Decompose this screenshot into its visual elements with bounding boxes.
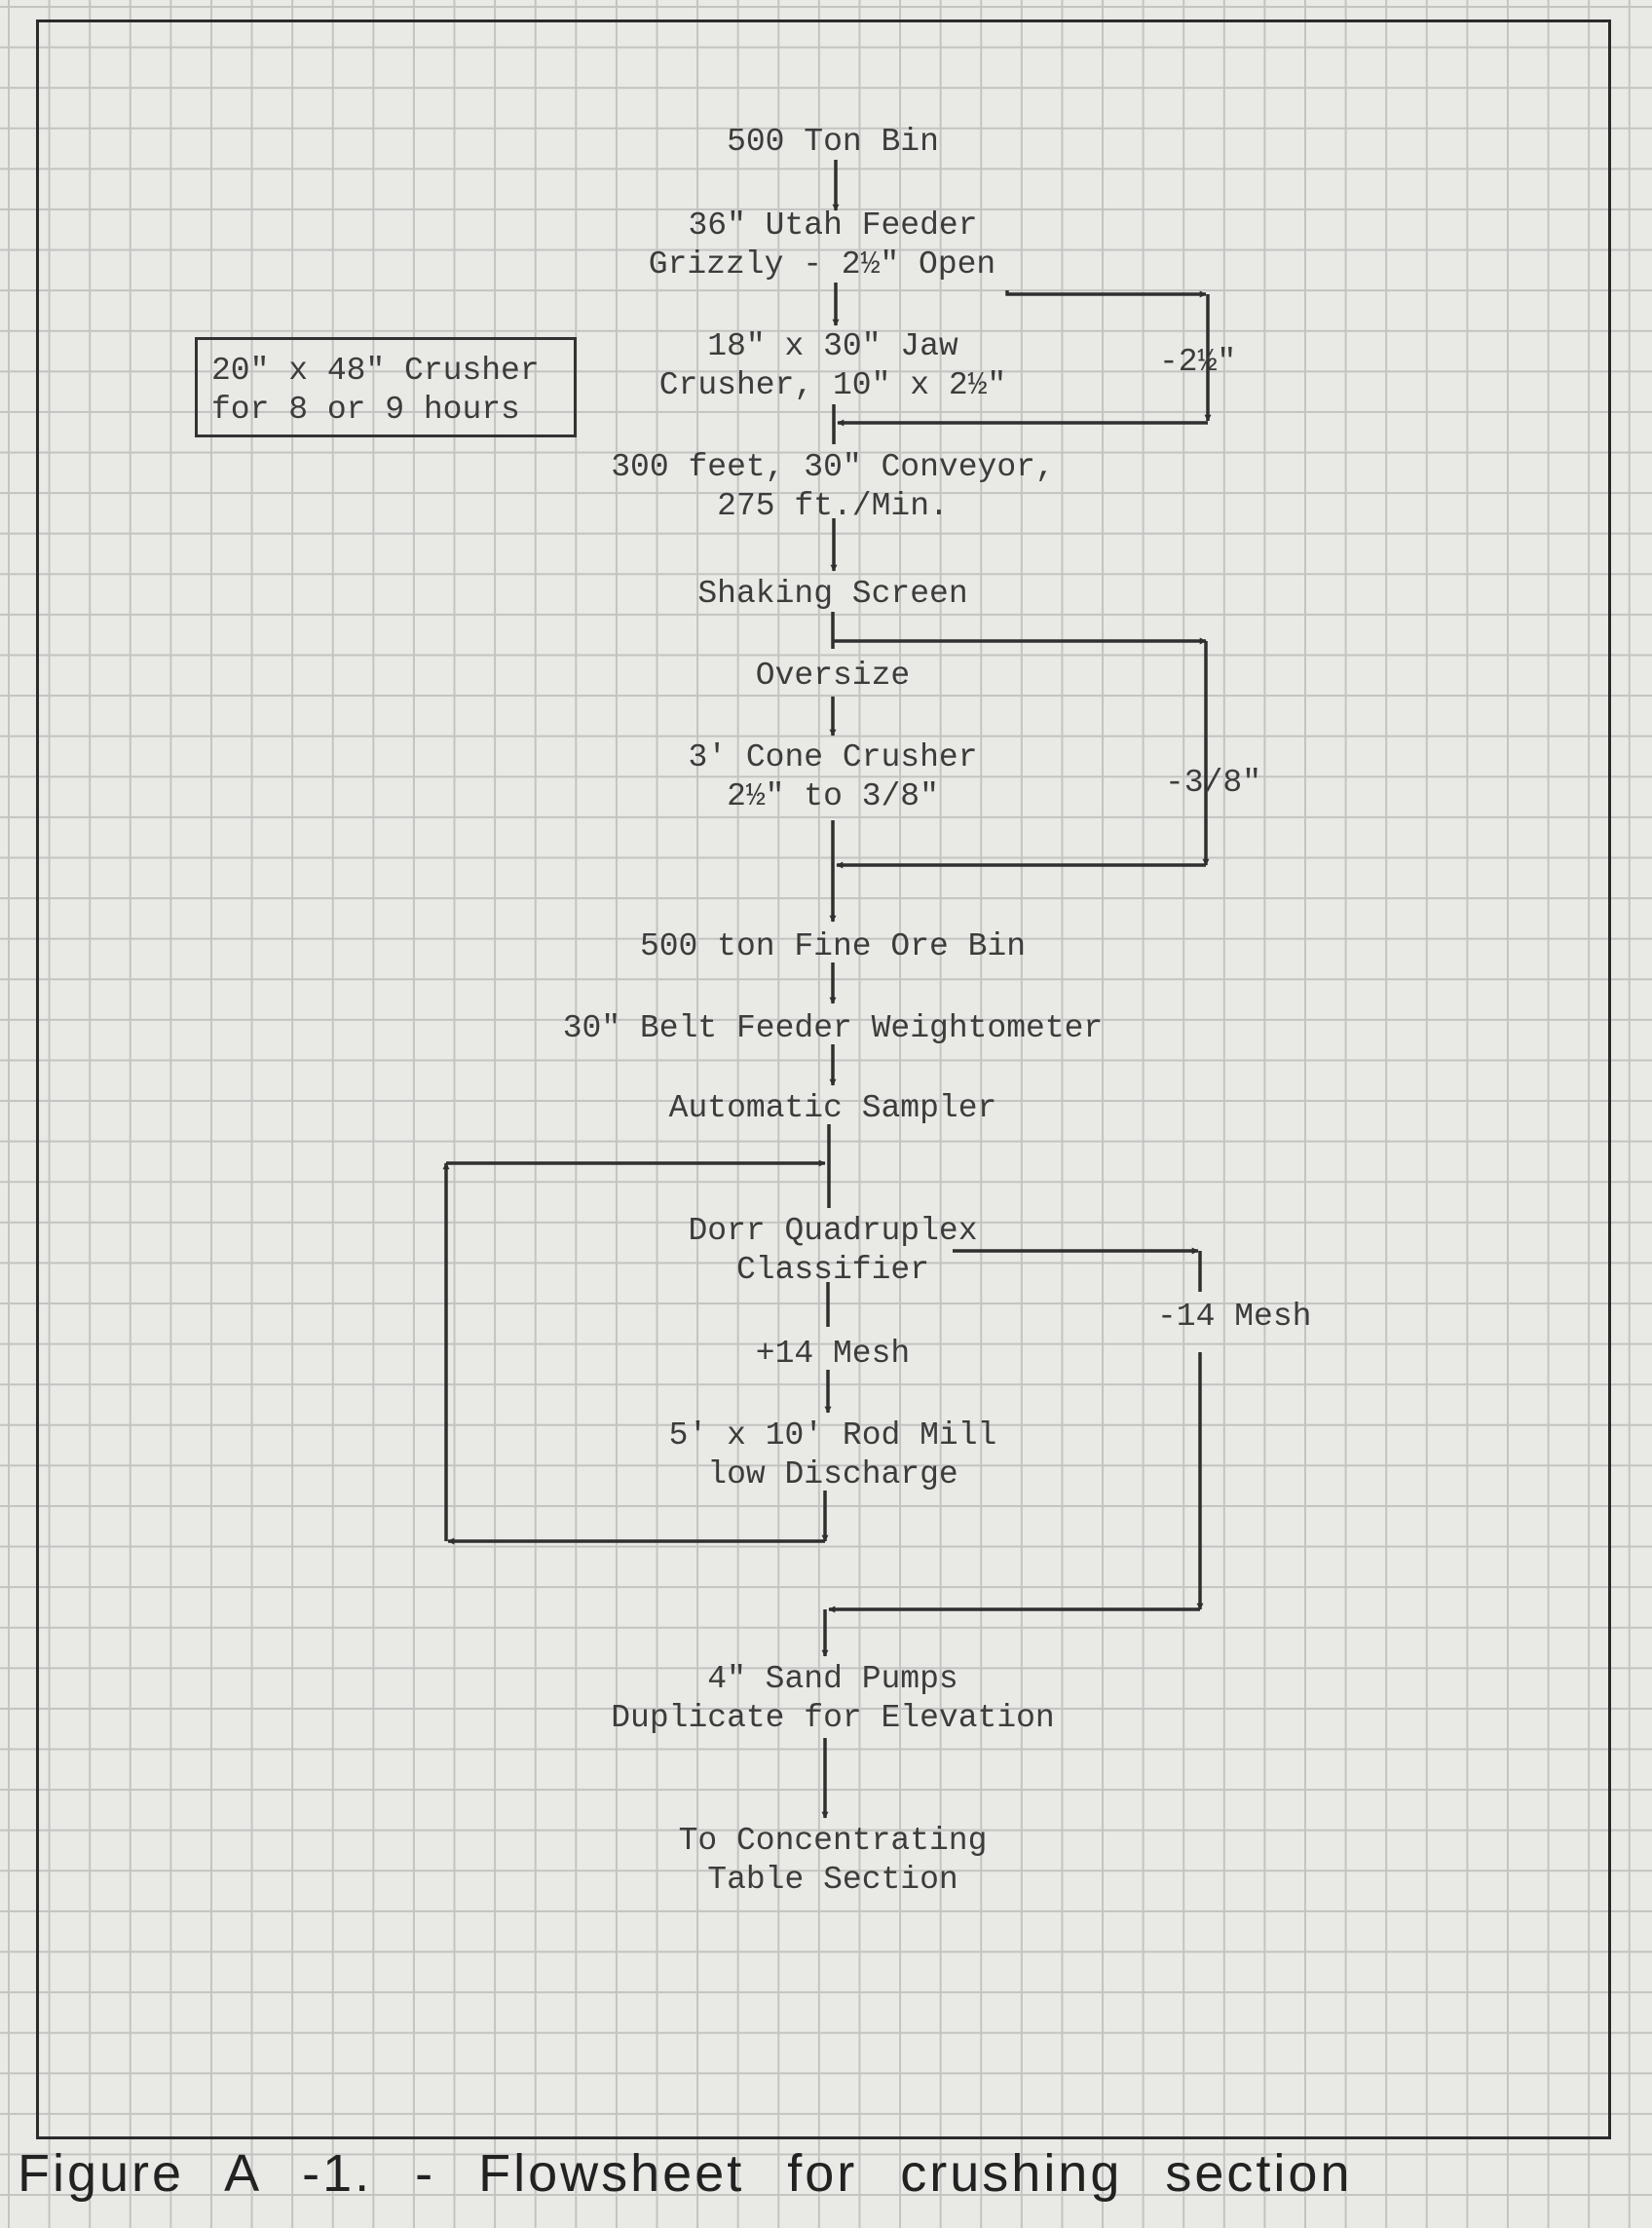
step-sand-pumps: 4" Sand Pumps Duplicate for Elevation bbox=[611, 1661, 1055, 1736]
bypass-grizzly-out bbox=[1005, 290, 1207, 298]
step-shaking-screen: Shaking Screen bbox=[697, 576, 968, 612]
step-cone-crusher: 3' Cone Crusher 2½" to 3/8" bbox=[688, 739, 978, 814]
step-fine-ore-bin: 500 ton Fine Ore Bin bbox=[639, 928, 1027, 964]
step-dorr-classifier: Dorr Quadruplex Classifier bbox=[688, 1213, 978, 1288]
label-minus-3-8-inch: -3/8" bbox=[1165, 765, 1262, 801]
step-500-ton-bin: 500 Ton Bin bbox=[727, 124, 939, 160]
step-belt-feeder: 30" Belt Feeder Weightometer bbox=[562, 1010, 1104, 1046]
note-line-2: for 8 or 9 hours bbox=[211, 392, 520, 428]
step-plus-14-mesh: +14 Mesh bbox=[755, 1336, 911, 1372]
step-oversize: Oversize bbox=[755, 658, 911, 694]
step-automatic-sampler: Automatic Sampler bbox=[668, 1090, 997, 1126]
step-utah-feeder: 36" Utah Feeder Grizzly - 2½" Open bbox=[648, 208, 996, 283]
step-rod-mill: 5' x 10' Rod Mill low Discharge bbox=[668, 1417, 997, 1492]
step-jaw-crusher: 18" x 30" Jaw Crusher, 10" x 2½" bbox=[658, 328, 1007, 403]
label-minus-14-mesh: -14 Mesh bbox=[1157, 1299, 1312, 1335]
step-conveyor: 300 feet, 30" Conveyor, 275 ft./Min. bbox=[611, 449, 1055, 524]
step-concentrating-tables: To Concentrating Table Section bbox=[678, 1823, 988, 1898]
label-minus-2-half-inch: -2½" bbox=[1159, 344, 1237, 380]
sheet-border bbox=[36, 19, 1611, 2139]
standby-crusher-note: 20" x 48" Crusher for 8 or 9 hours bbox=[195, 337, 577, 437]
note-line-1: 20" x 48" Crusher bbox=[211, 353, 540, 389]
figure-caption: Figure A -1. - Flowsheet for crushing se… bbox=[18, 2144, 1353, 2203]
